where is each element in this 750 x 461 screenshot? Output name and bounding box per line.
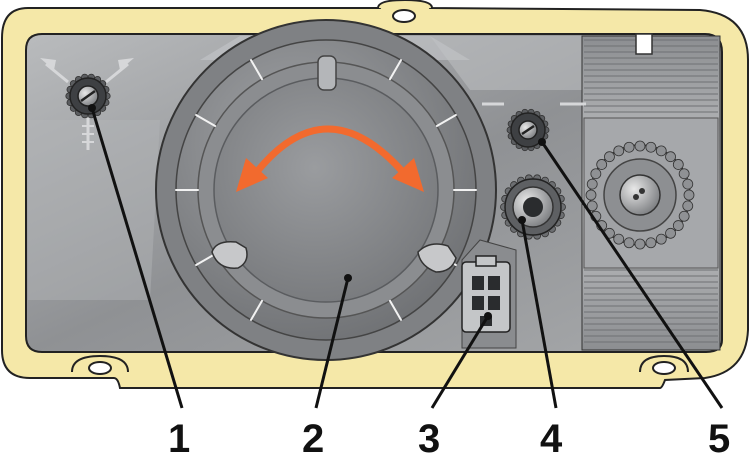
callout-3: 3 (418, 417, 440, 461)
leader-1 (90, 107, 184, 409)
callout-2: 2 (302, 417, 324, 461)
connector-4-pin (461, 239, 517, 349)
leader-2 (314, 277, 350, 409)
knurled-knob (585, 140, 695, 250)
callout-4: 4 (540, 417, 563, 461)
leader-lines (88, 104, 724, 409)
leader-4 (520, 219, 558, 409)
callout-numbers: 1 2 3 4 5 (168, 417, 730, 461)
rotation-arrow-icon (236, 125, 424, 192)
leader-3 (430, 315, 490, 409)
adjust-screw-right (482, 102, 586, 152)
callout-1: 1 (168, 417, 190, 461)
dial-lug-left (211, 240, 248, 269)
dial-lug-right (417, 243, 457, 273)
round-plug (500, 174, 566, 240)
main-dial (155, 19, 497, 361)
callout-5: 5 (708, 417, 730, 461)
adjust-screw-left (40, 58, 134, 150)
leader-5 (540, 141, 724, 409)
